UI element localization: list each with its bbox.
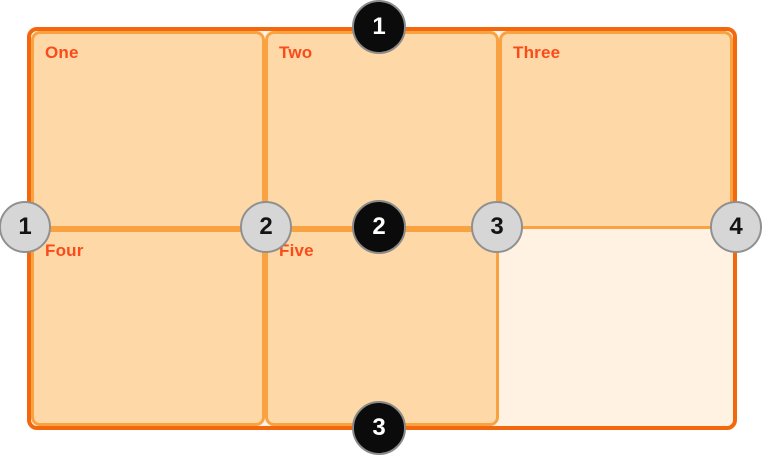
column-line-number-2: 2 xyxy=(259,213,273,240)
grid-cell-empty xyxy=(499,229,733,427)
column-line-number-4: 4 xyxy=(729,213,743,240)
column-line-marker-2: 2 xyxy=(240,201,292,253)
cell-label-five: Five xyxy=(279,240,314,260)
column-line-marker-3: 3 xyxy=(471,201,523,253)
row-line-number-2: 2 xyxy=(372,213,386,240)
grid-cell-three: Three xyxy=(499,31,733,229)
column-line-number-1: 1 xyxy=(18,213,32,240)
cell-label-one: One xyxy=(45,43,79,62)
grid-container: One Two Three Four Five xyxy=(27,27,737,430)
grid-cell-two: Two xyxy=(265,31,499,229)
column-line-number-3: 3 xyxy=(490,213,504,240)
column-line-marker-4: 4 xyxy=(710,201,762,253)
row-line-number-3: 3 xyxy=(372,414,386,441)
column-line-marker-1: 1 xyxy=(0,201,51,253)
cell-label-two: Two xyxy=(279,43,313,62)
row-line-marker-1: 1 xyxy=(352,0,406,54)
grid-cell-one: One xyxy=(31,31,265,229)
grid-cell-four: Four xyxy=(31,228,265,426)
row-line-number-1: 1 xyxy=(372,13,386,40)
grid-cell-five: Five xyxy=(265,228,499,426)
cell-label-four: Four xyxy=(45,240,84,260)
row-line-marker-3: 3 xyxy=(352,401,406,455)
cell-label-three: Three xyxy=(513,43,561,62)
row-line-marker-2: 2 xyxy=(352,200,406,254)
